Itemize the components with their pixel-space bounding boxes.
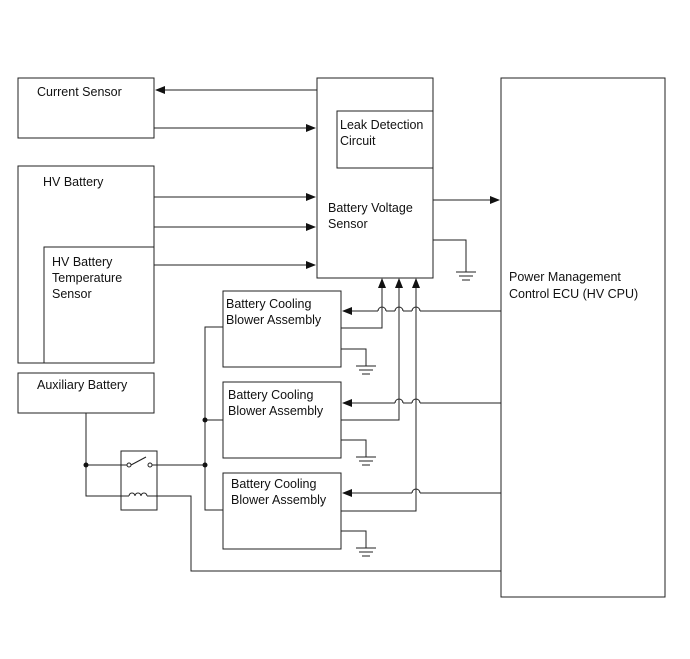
temp-sensor-outline [43,246,154,363]
current-sensor-box [17,77,155,139]
ground-symbol-vs [433,239,476,281]
auxiliary-battery-label: Auxiliary Battery [37,378,128,392]
blower-1-label-1: Battery Cooling [226,297,312,311]
blower-3-label-2: Blower Assembly [231,493,327,507]
blower-1-box [222,290,342,368]
temp-sensor-label-1: HV Battery [52,255,113,269]
ground-symbol-blower-2 [341,439,376,466]
wire-ecu-to-blower-3 [342,488,501,497]
wire-ecu-to-blower-2 [342,398,501,407]
ecu-label-1: Power Management [509,270,621,284]
wire-blower-3-feedback [341,278,420,512]
battery-voltage-label-2: Sensor [328,217,368,231]
wire-ecu-to-blower-1 [342,306,501,315]
current-sensor-label: Current Sensor [37,85,122,99]
relay [120,450,158,511]
power-management-ecu-box [500,77,666,598]
blower-2-label-2: Blower Assembly [228,404,324,418]
ground-symbol-blower-3 [341,530,376,557]
battery-voltage-sensor-box [316,77,434,279]
leak-detection-label-1: Leak Detection [340,118,423,132]
wire-blower-1-feedback [341,278,386,329]
blower-2-label-1: Battery Cooling [228,388,314,402]
blower-1-label-2: Blower Assembly [226,313,322,327]
wire-relay-coil-to-ecu [157,495,501,572]
blower-power-bus [202,326,223,511]
wire-auxiliary-battery [83,413,121,497]
leak-detection-label-2: Circuit [340,134,376,148]
temp-sensor-label-3: Sensor [52,287,92,301]
ground-symbol-blower-1 [341,348,376,375]
temp-sensor-label-2: Temperature [52,271,122,285]
blower-3-label-1: Battery Cooling [231,477,317,491]
leak-detection-box [336,110,434,169]
ecu-label-2: Control ECU (HV CPU) [509,287,638,301]
battery-voltage-label-1: Battery Voltage [328,201,413,215]
hv-battery-label: HV Battery [43,175,104,189]
wire-blower-2-feedback [341,278,403,421]
